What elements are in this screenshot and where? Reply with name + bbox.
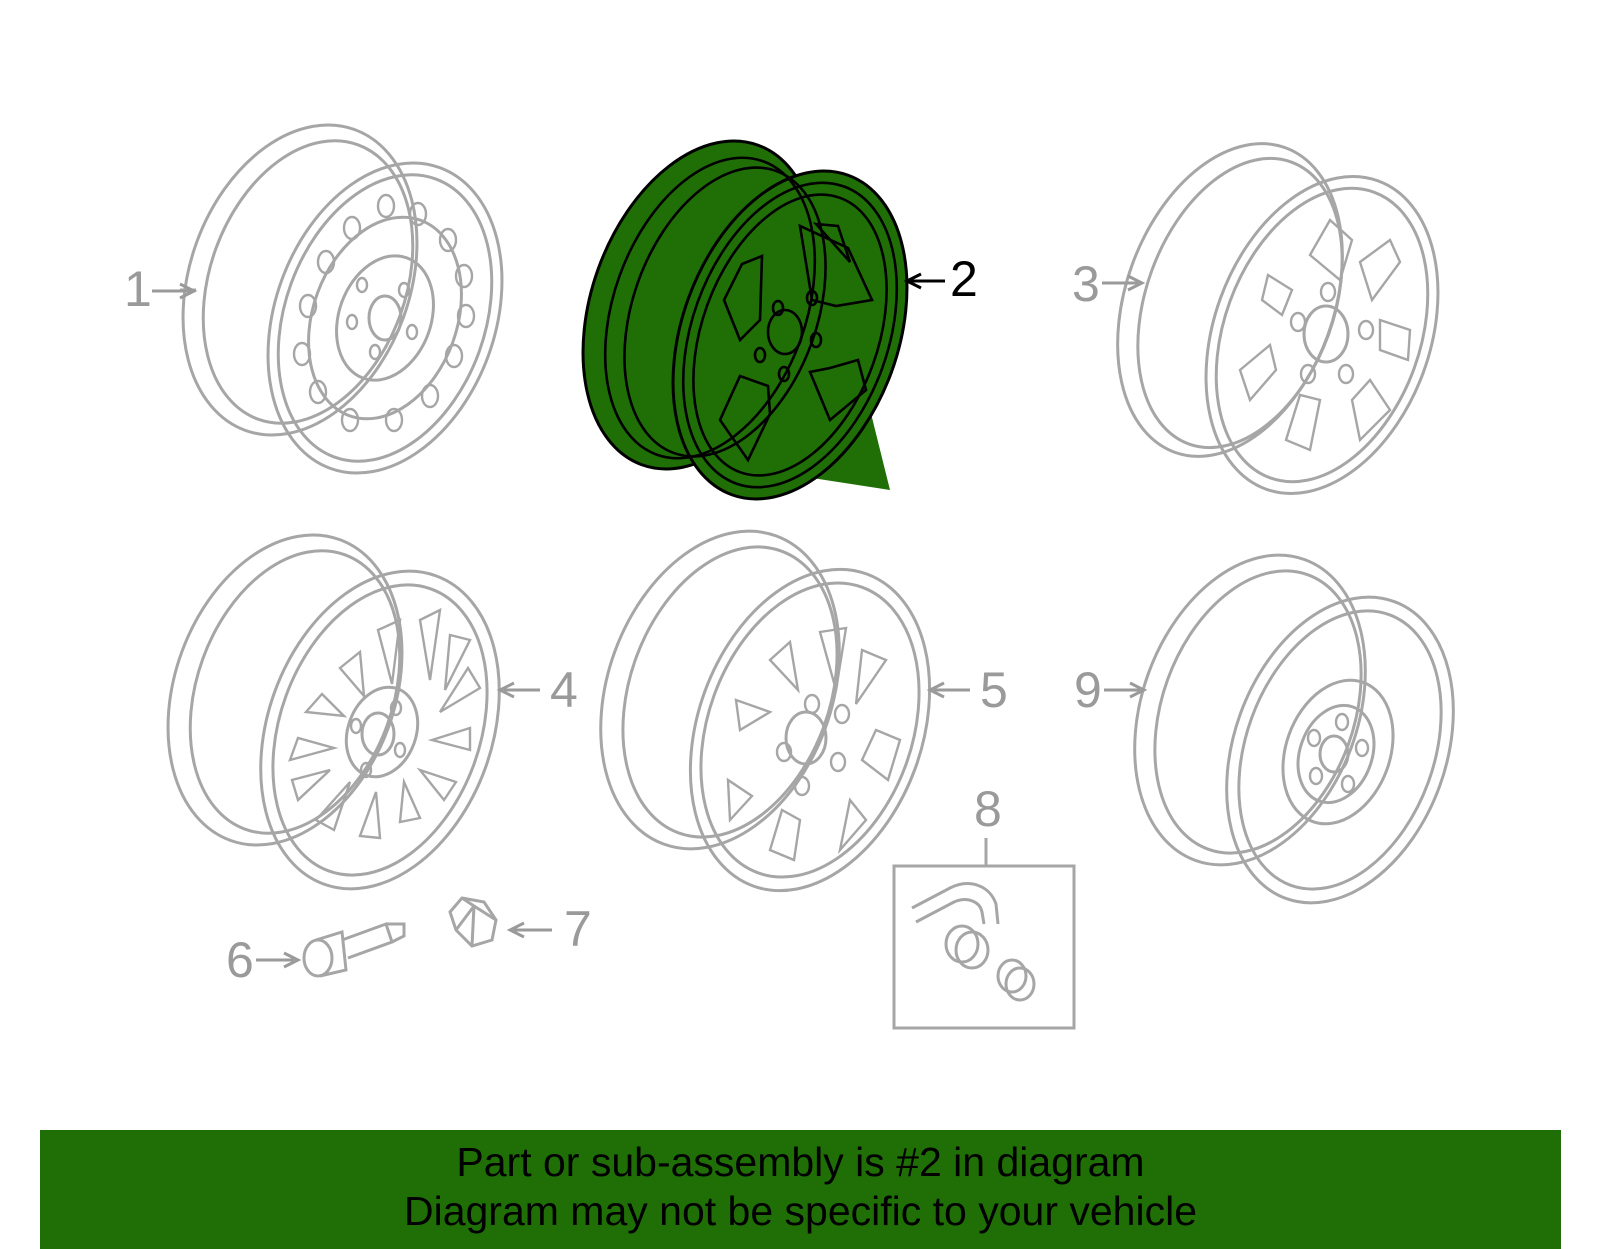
- callout-8: 8: [974, 781, 1002, 837]
- leader-arrow-6: [256, 951, 302, 969]
- leader-arrow-2: [903, 272, 945, 290]
- callout-5: 5: [980, 662, 1008, 718]
- callout-1: 1: [124, 261, 152, 317]
- leader-arrow-1: [152, 282, 198, 300]
- wheel-part-2[interactable]: [540, 108, 949, 531]
- wheel-part-9[interactable]: [1094, 523, 1494, 935]
- valve-kit-part-8[interactable]: [892, 838, 1076, 1030]
- footer-line-2: Diagram may not be specific to your vehi…: [403, 1188, 1197, 1234]
- footer-line-1: Part or sub-assembly is #2 in diagram: [456, 1139, 1145, 1185]
- wheel-part-4[interactable]: [127, 502, 541, 922]
- wheel-part-1[interactable]: [142, 92, 543, 506]
- wheel-part-3[interactable]: [1077, 112, 1480, 526]
- wheel-bolt-part-6[interactable]: [302, 922, 406, 978]
- wheel-part-5[interactable]: [559, 498, 972, 925]
- callout-7: 7: [564, 901, 592, 957]
- leader-arrow-3: [1102, 274, 1146, 292]
- callout-3: 3: [1072, 256, 1100, 312]
- leader-arrow-9: [1104, 681, 1148, 699]
- leader-arrow-5: [926, 681, 970, 699]
- leader-arrow-4: [496, 681, 540, 699]
- parts-diagram: 1 2: [124, 92, 1494, 1030]
- callout-6: 6: [226, 932, 254, 988]
- callout-4: 4: [550, 662, 578, 718]
- lug-nut-part-7[interactable]: [448, 896, 498, 948]
- callout-9: 9: [1074, 662, 1102, 718]
- callout-2: 2: [950, 251, 978, 307]
- footer-banner: Part or sub-assembly is #2 in diagram Di…: [40, 1130, 1561, 1249]
- leader-arrow-7: [506, 921, 552, 939]
